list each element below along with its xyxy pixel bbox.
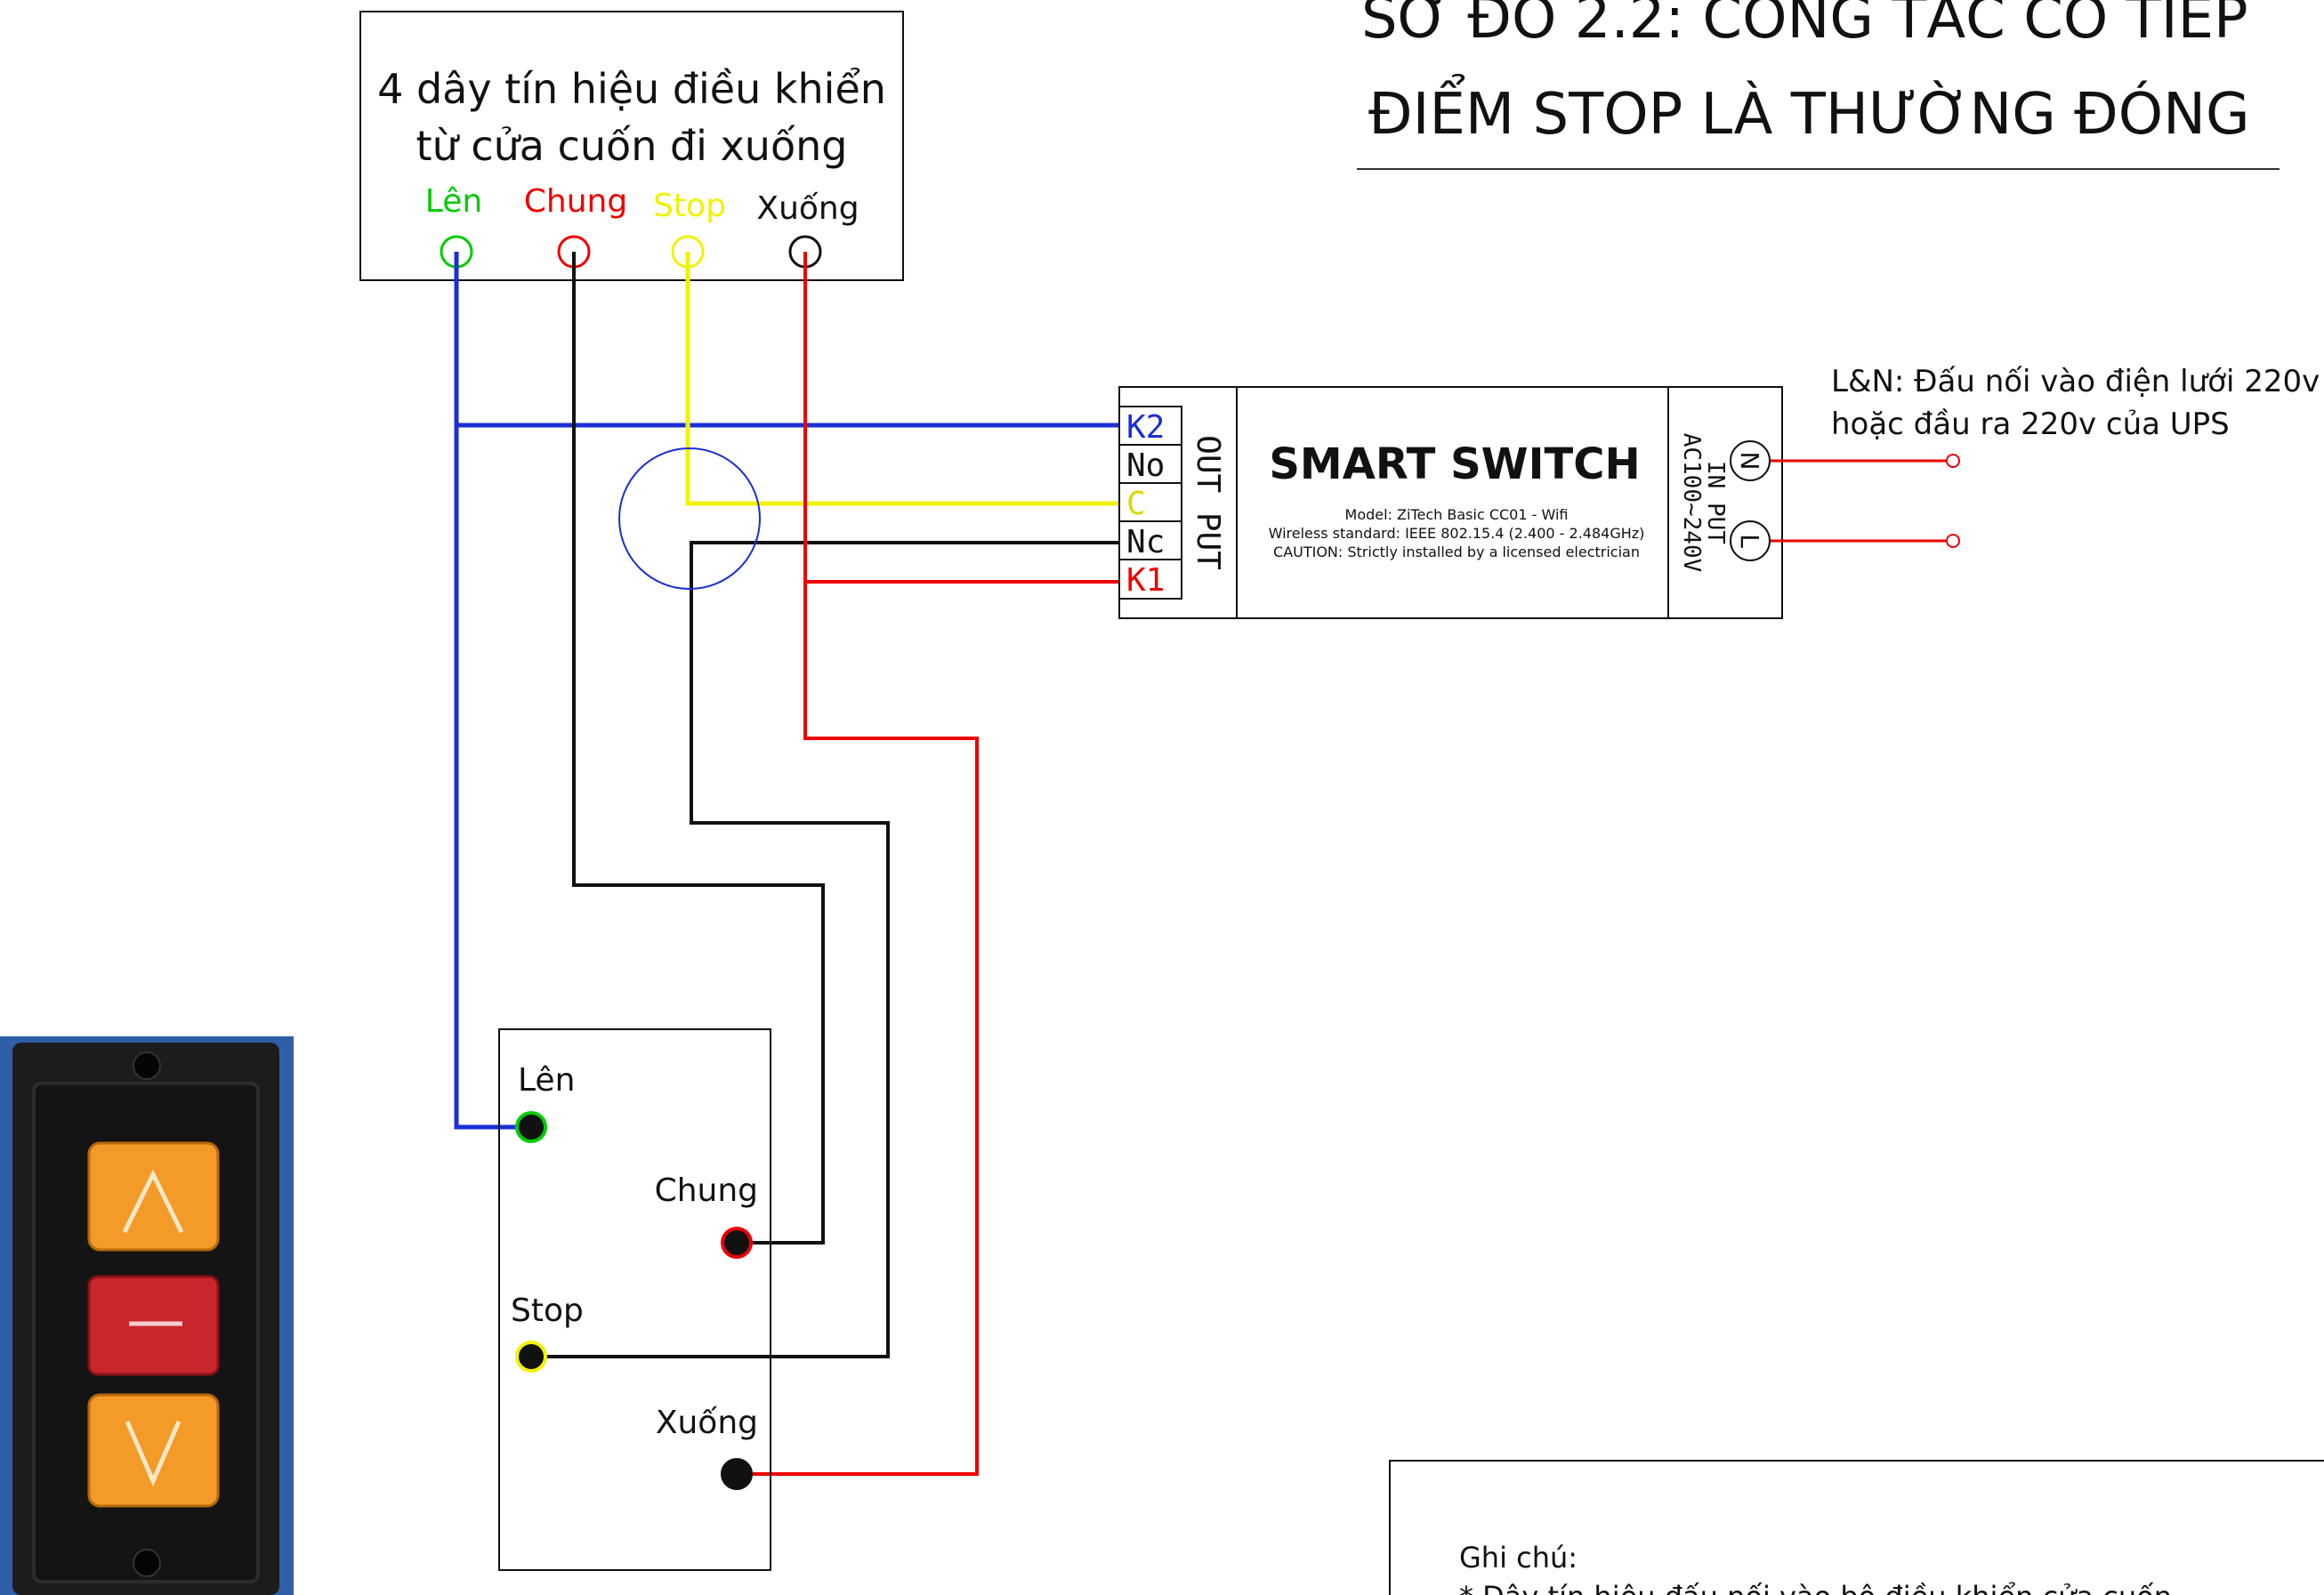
note-partial-line: * Dây tín hiệu đấu nối vào bộ điều khiển… bbox=[1459, 1580, 2172, 1595]
up-arrow-icon bbox=[122, 1169, 184, 1234]
down-arrow-icon bbox=[125, 1421, 182, 1487]
wall-terminal-xuong bbox=[721, 1458, 753, 1490]
source-box-line-2: từ cửa cuốn đi xuống bbox=[416, 122, 848, 170]
wall-terminal-stop bbox=[515, 1341, 547, 1373]
wall-terminal-chung bbox=[721, 1227, 753, 1259]
input-terminal-n bbox=[1730, 440, 1771, 481]
wire-blue-len-switch bbox=[454, 425, 531, 1130]
power-note-line-2: hoặc đầu ra 220v của UPS bbox=[1831, 407, 2230, 442]
power-l-end bbox=[1946, 534, 1960, 548]
up-button bbox=[87, 1141, 220, 1252]
terminal-c: C bbox=[1126, 486, 1146, 522]
input-label: IN PUT bbox=[1702, 461, 1729, 544]
terminal-k2: K2 bbox=[1126, 409, 1165, 446]
title-line-1: SƠ ĐỒ 2.2: CÔNG TẮC CÓ TIẾP bbox=[1361, 0, 2248, 52]
wall-label-len: Lên bbox=[518, 1062, 575, 1099]
source-label-len: Lên bbox=[425, 183, 482, 220]
wall-label-stop: Stop bbox=[511, 1293, 584, 1329]
source-label-chung: Chung bbox=[524, 183, 627, 220]
source-label-xuong: Xuống bbox=[756, 190, 859, 227]
wire-red-xuong-switch bbox=[737, 582, 979, 1476]
smart-switch-body bbox=[1118, 386, 1783, 619]
wall-switch-box bbox=[498, 1028, 771, 1571]
input-terminal-n-label: N bbox=[1735, 452, 1764, 471]
wire-yellow-stop-c bbox=[685, 252, 1141, 506]
power-n-end bbox=[1946, 454, 1960, 468]
terminal-no: No bbox=[1126, 447, 1165, 484]
title-line-2: ĐIỂM STOP LÀ THƯỜNG ĐÓNG bbox=[1368, 74, 2250, 148]
wire-black-chung bbox=[572, 252, 825, 1245]
note-heading: Ghi chú: bbox=[1459, 1541, 1578, 1575]
power-note-line-1: L&N: Đấu nối vào điện lưới 220v bbox=[1831, 364, 2320, 399]
source-label-stop: Stop bbox=[653, 188, 726, 224]
smart-switch-wireless: Wireless standard: IEEE 802.15.4 (2.400 … bbox=[1269, 525, 1645, 542]
smart-switch-model: Model: ZiTech Basic CC01 - Wifi bbox=[1345, 506, 1569, 523]
highlight-circle bbox=[618, 447, 761, 590]
smart-switch-name: SMART SWITCH bbox=[1269, 439, 1640, 489]
input-voltage-label: AC100~240V bbox=[1678, 433, 1705, 573]
terminal-nc: Nc bbox=[1126, 524, 1165, 560]
wall-label-chung: Chung bbox=[655, 1172, 758, 1209]
wire-black-nc-stop bbox=[531, 541, 1141, 1358]
input-terminal-l bbox=[1730, 520, 1771, 561]
source-box bbox=[359, 11, 904, 281]
terminal-k1: K1 bbox=[1126, 562, 1165, 599]
source-box-line-1: 4 dây tín hiệu điều khiển bbox=[377, 65, 886, 113]
note-box bbox=[1389, 1460, 2324, 1595]
wall-label-xuong: Xuống bbox=[656, 1405, 758, 1441]
wire-blue-len-k2 bbox=[454, 252, 1141, 428]
down-button bbox=[87, 1393, 220, 1508]
output-label: OUT PUT bbox=[1190, 435, 1226, 570]
output-terminal-block bbox=[1118, 406, 1182, 600]
smart-switch-caution: CAUTION: Strictly installed by a license… bbox=[1273, 544, 1640, 560]
wire-red-xuong-k1 bbox=[803, 252, 1141, 584]
input-terminal-l-label: L bbox=[1735, 534, 1764, 548]
wall-terminal-len bbox=[515, 1111, 547, 1143]
